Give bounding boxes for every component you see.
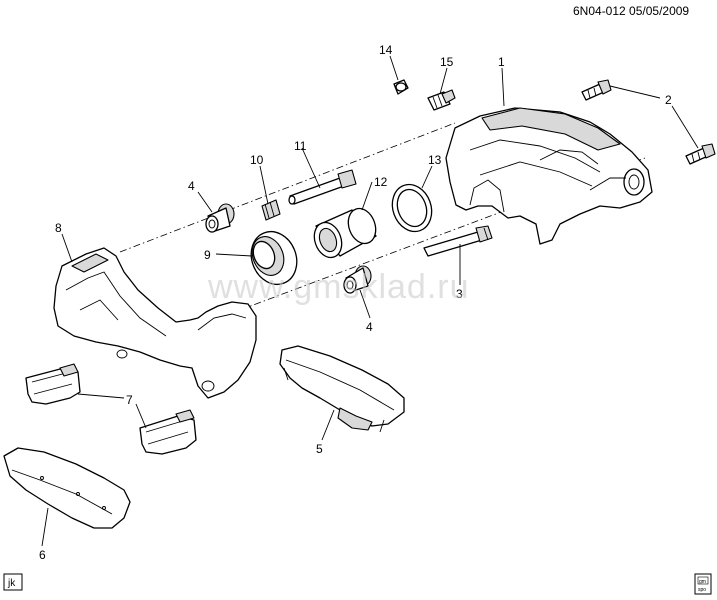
part-bushing-lower [343, 265, 372, 294]
callout-5: 5 [316, 442, 323, 456]
part-pin-boot [261, 199, 281, 221]
part-guide-pin-upper [288, 169, 357, 205]
callout-12: 12 [374, 175, 388, 189]
part-caliper-bracket [53, 247, 257, 399]
callout-1: 1 [498, 55, 505, 69]
corner-tag-text: jk [7, 578, 16, 589]
callout-3: 3 [456, 287, 463, 301]
callout-14: 14 [379, 43, 393, 57]
part-pad-clips [25, 363, 197, 455]
logo-line-1: gm [699, 579, 706, 585]
part-bushing-upper [205, 203, 235, 233]
callout-2: 2 [665, 93, 672, 107]
callout-leader-lines [41, 55, 699, 547]
gm-spo-logo: gm spo [694, 573, 712, 595]
callout-15: 15 [440, 55, 454, 69]
part-brake-pad-inner [279, 345, 405, 433]
part-piston-seal [391, 183, 433, 233]
callout-11: 11 [294, 139, 307, 153]
callout-8: 8 [55, 221, 62, 235]
callout-13: 13 [428, 153, 442, 167]
diagram-code: 6N04-012 05/05/2009 [573, 4, 689, 18]
corner-tag: jk [3, 573, 23, 591]
part-caliper-housing [445, 107, 653, 245]
callout-10: 10 [250, 153, 264, 167]
part-piston [313, 207, 377, 259]
callout-9: 9 [204, 248, 211, 262]
callout-labels: 1 2 3 4 4 5 6 7 8 9 10 11 12 13 14 15 [39, 43, 672, 562]
callout-6: 6 [39, 548, 46, 562]
watermark: www.gmsklad.ru [207, 268, 470, 306]
callout-4-upper: 4 [188, 179, 195, 193]
callout-7: 7 [126, 393, 133, 407]
part-guide-pin [423, 225, 493, 257]
part-bleeder-cap [393, 79, 409, 95]
callout-4-lower: 4 [366, 320, 373, 334]
part-caliper-bolts [581, 79, 716, 165]
part-dust-boot [250, 230, 298, 286]
part-bleeder-valve [427, 89, 456, 111]
part-brake-pad-outer [3, 447, 131, 529]
logo-line-2: spo [698, 587, 706, 593]
